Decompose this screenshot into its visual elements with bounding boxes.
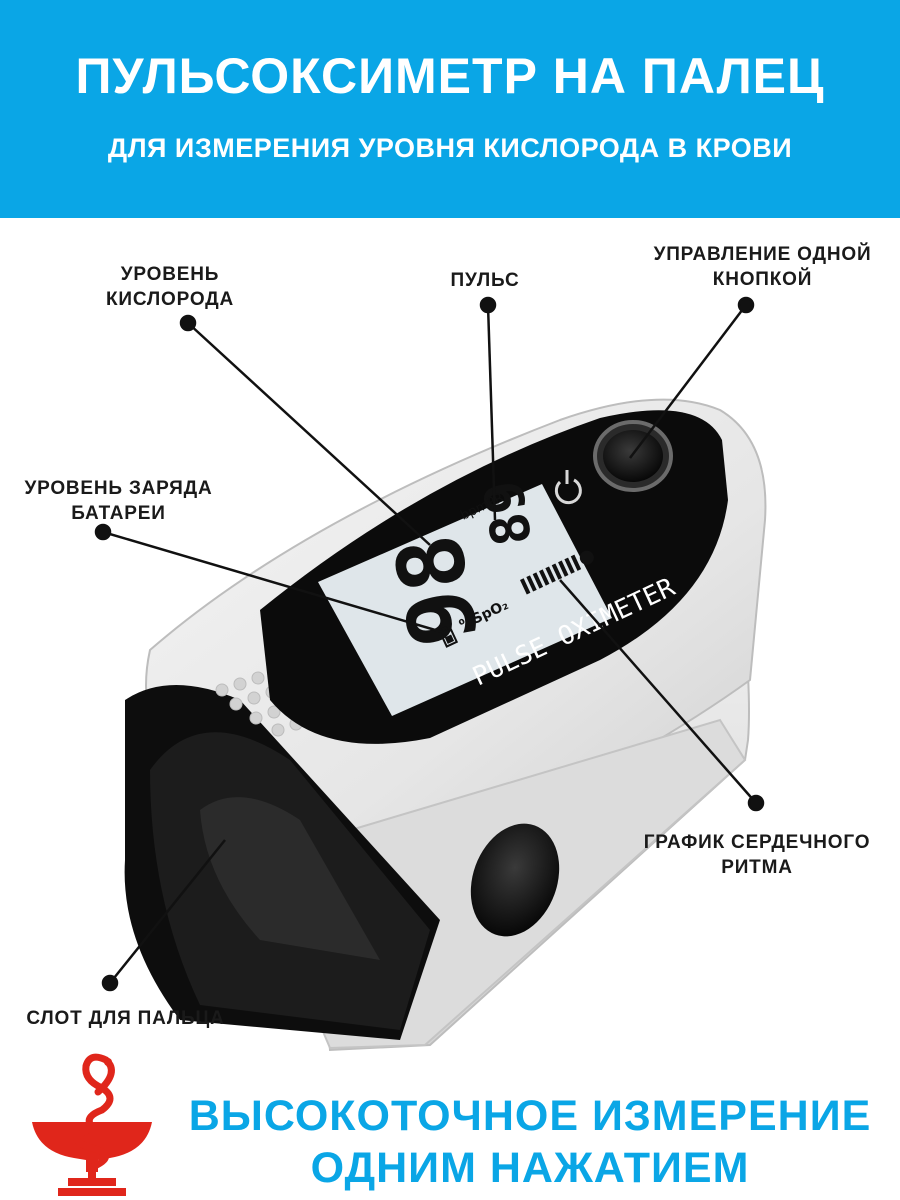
- footer-headline-line-2: ОДНИМ НАЖАТИЕМ: [310, 1144, 750, 1192]
- callout-battery-line-2: БАТАРЕИ: [71, 503, 166, 524]
- callout-oxygen-level: УРОВЕНЬ КИСЛОРОДА: [90, 262, 250, 312]
- pr-value: 89: [471, 476, 544, 551]
- oximeter-illustration: 98 89 bpmPR %SpO₂ PULSE OXIMETER: [94, 296, 767, 1052]
- callout-battery-line-1: УРОВЕНЬ ЗАРЯДА: [24, 478, 213, 499]
- callout-heart-rhythm: ГРАФИК СЕРДЕЧНОГО РИТМА: [624, 830, 890, 880]
- callout-heart-line-2: РИТМА: [721, 857, 793, 878]
- page-title: ПУЛЬСОКСИМЕТР НА ПАЛЕЦ: [75, 48, 825, 104]
- callout-pulse-line-1: ПУЛЬС: [450, 270, 520, 291]
- callout-button-line-1: УПРАВЛЕНИЕ ОДНОЙ: [653, 244, 872, 265]
- callout-lines: [94, 296, 765, 992]
- pharmacy-bowl-snake-icon: [32, 1053, 152, 1196]
- spo2-value: 98: [375, 527, 500, 655]
- callout-oxygen-line-2: КИСЛОРОДА: [105, 289, 235, 310]
- callout-pulse: ПУЛЬС: [435, 268, 535, 293]
- lcd-screen: [318, 484, 612, 716]
- heart-rhythm-bar-graph: [520, 550, 594, 595]
- callout-heart-line-1: ГРАФИК СЕРДЕЧНОГО: [643, 832, 871, 853]
- callout-battery-level: УРОВЕНЬ ЗАРЯДА БАТАРЕИ: [6, 476, 231, 526]
- side-knob: [470, 823, 560, 937]
- power-icon: [554, 470, 582, 505]
- battery-icon: [438, 625, 459, 648]
- callout-slot-line-1: СЛОТ ДЛЯ ПАЛЬЦА: [26, 1008, 225, 1029]
- footer-headline-line-1: ВЫСОКОТОЧНОЕ ИЗМЕРЕНИЕ: [188, 1092, 872, 1140]
- callout-button-line-2: КНОПКОЙ: [712, 269, 813, 290]
- page-subtitle: ДЛЯ ИЗМЕРЕНИЯ УРОВНЯ КИСЛОРОДА В КРОВИ: [107, 133, 793, 163]
- header-banner: ПУЛЬСОКСИМЕТР НА ПАЛЕЦ ДЛЯ ИЗМЕРЕНИЯ УРО…: [0, 0, 900, 218]
- callout-finger-slot: СЛОТ ДЛЯ ПАЛЬЦА: [8, 1006, 243, 1031]
- callout-one-button: УПРАВЛЕНИЕ ОДНОЙ КНОПКОЙ: [630, 242, 895, 292]
- callout-oxygen-line-1: УРОВЕНЬ: [120, 264, 220, 285]
- finger-slot: [124, 685, 440, 1040]
